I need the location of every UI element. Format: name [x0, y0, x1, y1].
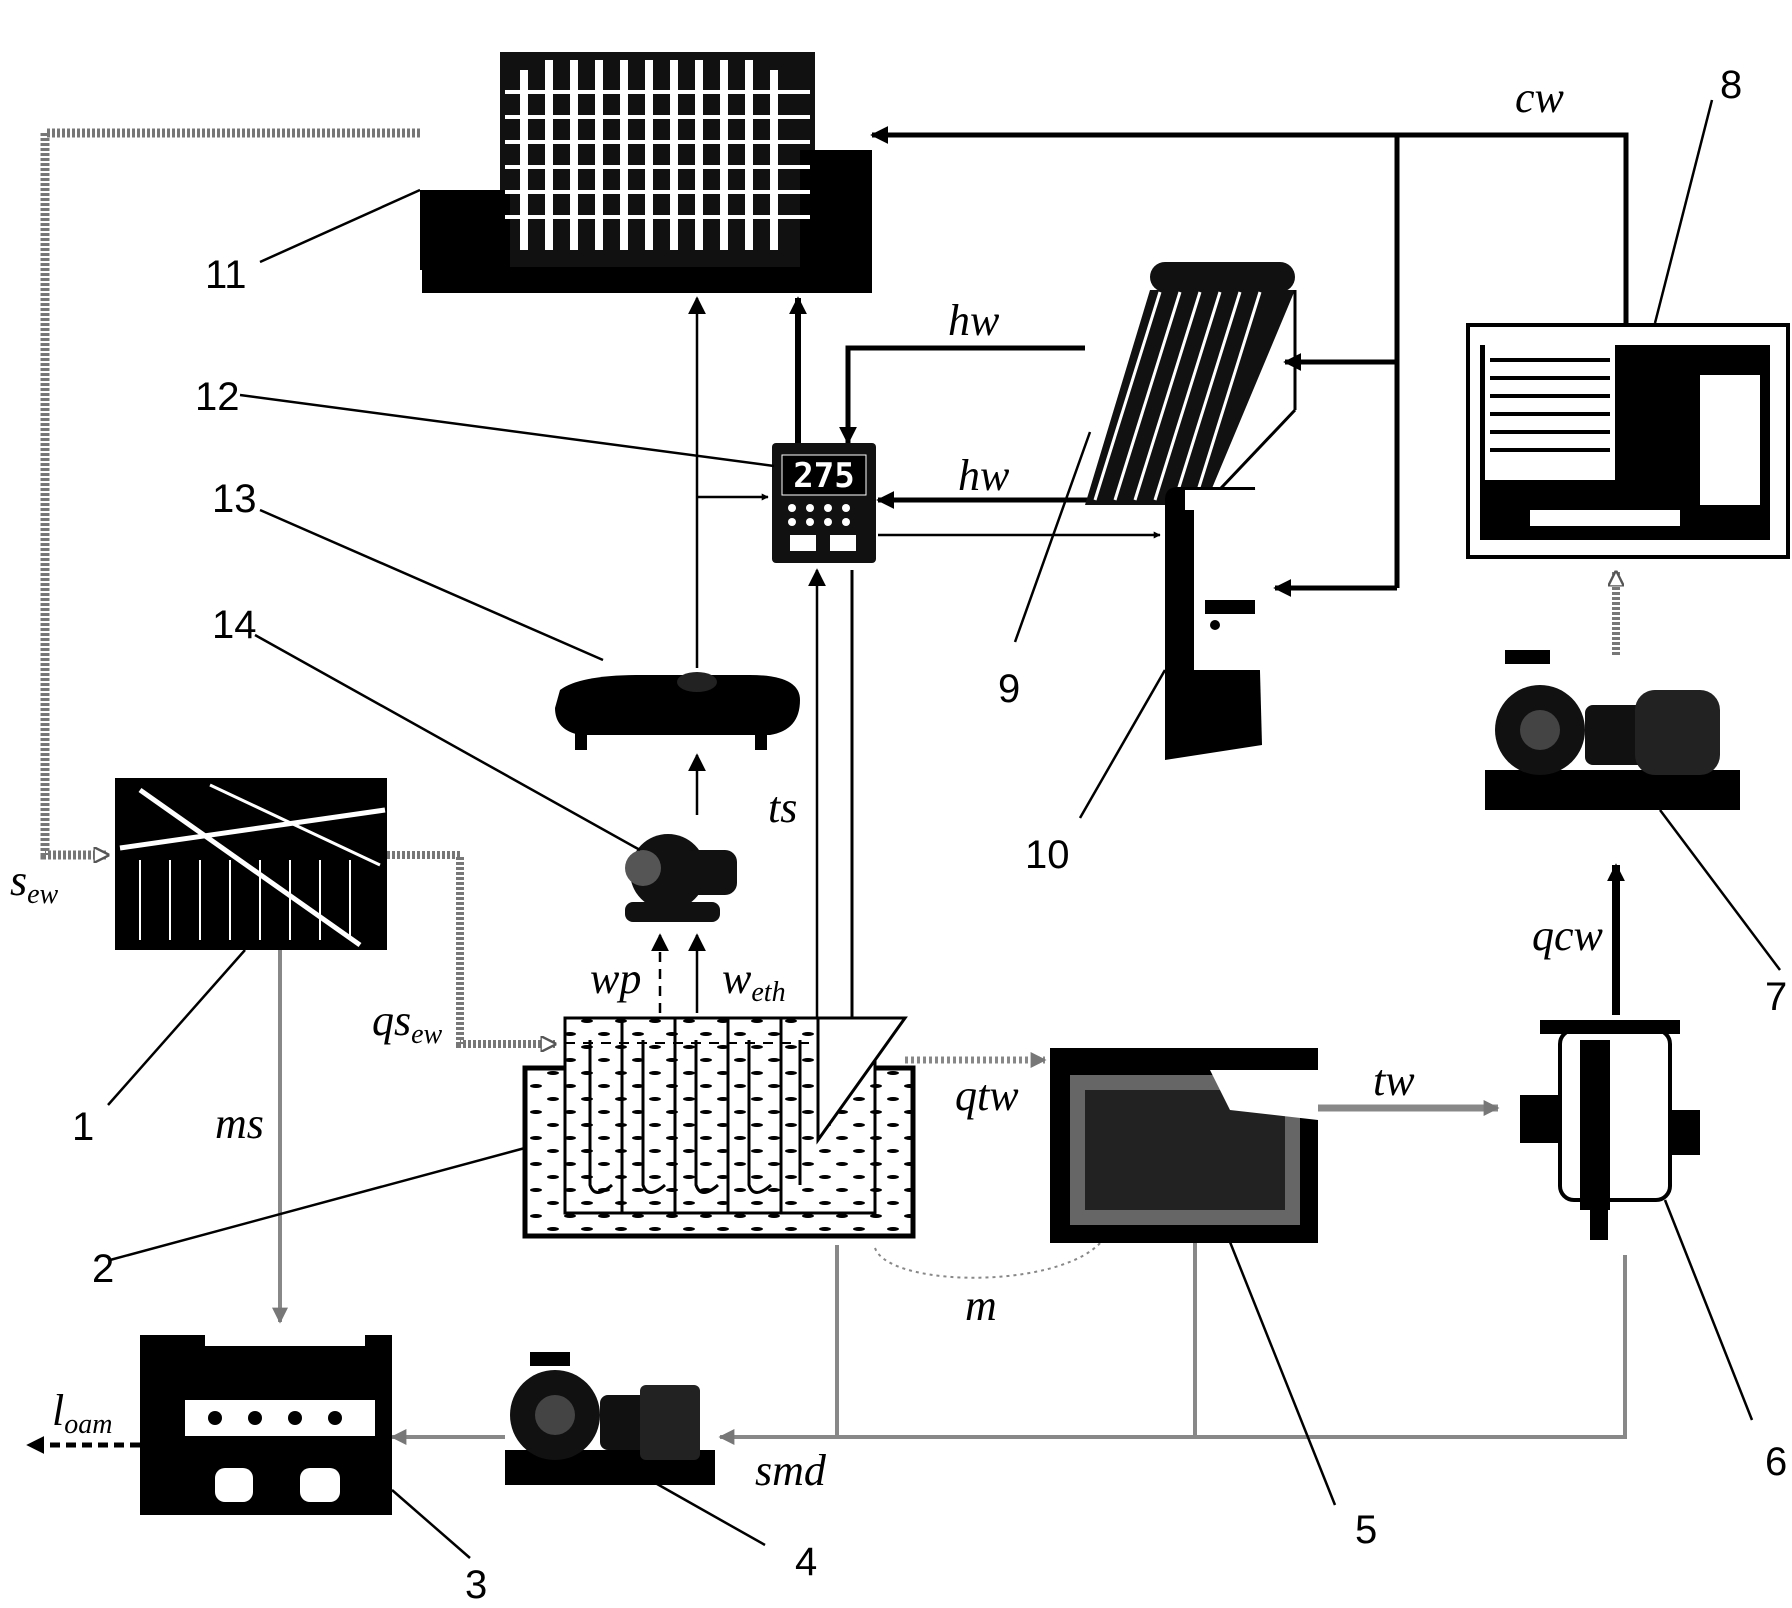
- flow-label-qcw: qcw: [1532, 911, 1604, 960]
- label-10: 10: [1025, 833, 1070, 877]
- label-1: 1: [72, 1105, 94, 1149]
- reactor-2: [109, 1016, 916, 1262]
- flow-label-tw: tw: [1373, 1056, 1415, 1105]
- pump-4: [505, 1352, 766, 1547]
- flow-label-ts: ts: [768, 783, 797, 832]
- flow-label-cw: cw: [1515, 73, 1565, 122]
- filter-6: [1520, 1020, 1754, 1421]
- component-numbers: 1 2 3 4 5 6 7 8 9 10 11 12 13 14: [72, 63, 1787, 1607]
- label-8: 8: [1720, 63, 1742, 107]
- solar-heater-9: [1013, 262, 1297, 643]
- label-2: 2: [92, 1247, 114, 1291]
- flow-label-loam: loam: [52, 1386, 112, 1440]
- label-4: 4: [795, 1540, 817, 1584]
- label-13: 13: [212, 477, 257, 521]
- sew-line: [40, 128, 420, 855]
- label-12: 12: [195, 375, 240, 419]
- m-line: [874, 1231, 1109, 1279]
- label-14: 14: [212, 603, 257, 647]
- label-3: 3: [465, 1563, 487, 1607]
- flow-label-weth: weth: [722, 954, 786, 1008]
- flow-label-sew: sew: [10, 856, 59, 910]
- controller-display: 275: [793, 456, 854, 496]
- label-6: 6: [1765, 1440, 1787, 1484]
- label-5: 5: [1355, 1508, 1377, 1552]
- blower-14: [254, 633, 737, 922]
- flow-label-qtw: qtw: [955, 1071, 1019, 1120]
- cw-line: [870, 126, 1629, 323]
- filter-press-8: [1466, 99, 1790, 559]
- press-3: [140, 1332, 471, 1559]
- flow-label-m: m: [965, 1281, 997, 1330]
- gas-tank-13: [259, 508, 800, 750]
- label-7: 7: [1765, 975, 1787, 1019]
- hw-solar-line: [839, 345, 1085, 445]
- flow-label-hw-solar: hw: [948, 296, 1000, 345]
- flow-label-smd: smd: [755, 1446, 827, 1495]
- qsew-line: [387, 851, 555, 1044]
- flow-label-ms: ms: [215, 1099, 264, 1148]
- tank-5: [1050, 1048, 1337, 1506]
- building-11: [259, 52, 872, 293]
- flow-label-hw-boiler: hw: [958, 451, 1010, 500]
- pump-7: [1485, 650, 1781, 971]
- label-9: 9: [998, 667, 1020, 711]
- flow-labels: sew qsew ms loam smd m wp weth ts qtw tw…: [10, 73, 1604, 1495]
- label-11: 11: [205, 253, 247, 297]
- screen-1: [107, 778, 387, 1106]
- boiler-10: [1078, 487, 1262, 819]
- flow-label-qsew: qsew: [372, 996, 443, 1050]
- controller-12: 275: [239, 393, 876, 563]
- smd-line: [718, 1255, 1627, 1445]
- flow-lines: [26, 126, 1629, 1454]
- flow-label-wp: wp: [590, 954, 641, 1003]
